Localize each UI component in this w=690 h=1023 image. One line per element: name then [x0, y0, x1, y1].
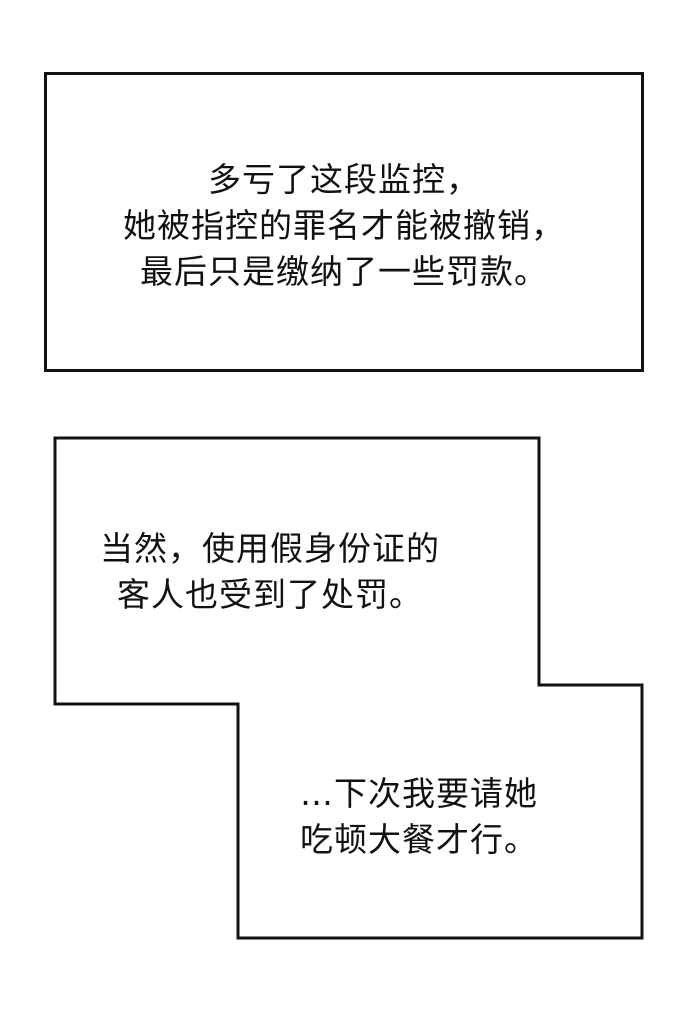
caption-box-top: 多亏了这段监控， 她被指控的罪名才能被撤销， 最后只是缴纳了一些罚款。	[44, 72, 644, 372]
stepped-box-outline	[53, 436, 644, 940]
caption-line: …下次我要请她	[300, 774, 538, 813]
caption-line: 多亏了这段监控，	[208, 160, 480, 199]
caption-text-bottom: …下次我要请她 吃顿大餐才行。	[300, 771, 538, 863]
caption-line: 当然，使用假身份证的	[100, 529, 440, 568]
caption-line: 她被指控的罪名才能被撤销，	[123, 206, 565, 245]
caption-text-top: 多亏了这段监控， 她被指控的罪名才能被撤销， 最后只是缴纳了一些罚款。	[47, 157, 641, 295]
caption-text-middle: 当然，使用假身份证的 客人也受到了处罚。	[100, 526, 440, 618]
caption-line: 吃顿大餐才行。	[300, 820, 538, 859]
caption-line: 最后只是缴纳了一些罚款。	[140, 252, 548, 291]
caption-line: 客人也受到了处罚。	[117, 575, 423, 614]
